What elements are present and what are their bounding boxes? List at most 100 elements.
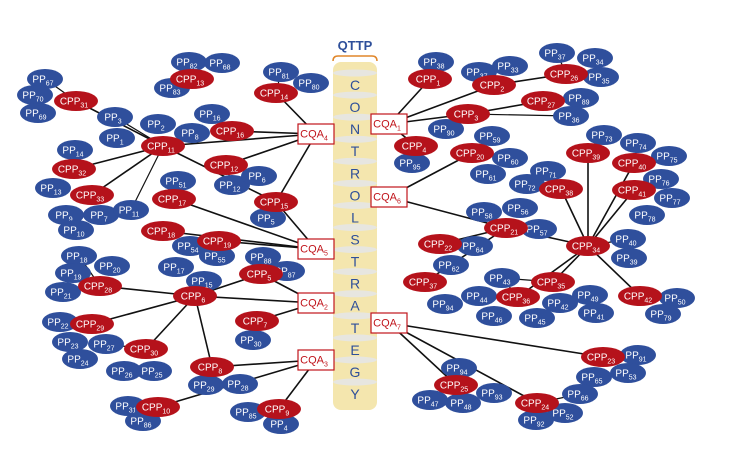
cpp-label: CPP11	[147, 142, 175, 155]
pp-ellipse	[643, 169, 679, 189]
pp-label: PP56	[507, 204, 528, 217]
pp-ellipse	[174, 123, 210, 143]
cpp-node-33: CPP33	[70, 185, 114, 205]
pp-node: PP89	[563, 88, 599, 108]
pp-ellipse	[539, 43, 575, 63]
pp-label: PP74	[625, 139, 646, 152]
pp-ellipse	[204, 53, 240, 73]
pp-ellipse	[412, 390, 448, 410]
pp-label: PP29	[193, 381, 214, 394]
cqa-box-3: CQA3	[297, 349, 335, 371]
pp-label: PP46	[481, 312, 502, 325]
cpp-ellipse	[544, 64, 588, 84]
pp-ellipse	[194, 104, 230, 124]
pp-node: PP74	[620, 133, 656, 153]
cpp-node-22: CPP22	[418, 234, 462, 254]
pp-ellipse	[502, 198, 538, 218]
cpp-ellipse	[136, 397, 180, 417]
cpp-label: CPP17	[158, 195, 186, 208]
cpp-label: CPP19	[203, 237, 231, 250]
pp-ellipse	[427, 294, 463, 314]
pp-node: PP40	[610, 229, 646, 249]
connector-line	[388, 322, 604, 358]
cpp-label: CPP40	[618, 159, 646, 172]
spine-body	[333, 62, 377, 410]
pp-node: PP3	[97, 107, 133, 127]
pp-label: PP18	[66, 252, 87, 265]
pp-node: PP2	[140, 114, 176, 134]
pp-ellipse	[99, 128, 135, 148]
pp-node: PP67	[27, 69, 63, 89]
pp-label: PP78	[634, 211, 655, 224]
cpp-node-39: CPP39	[566, 143, 610, 163]
cpp-label: CPP31	[60, 97, 88, 110]
cpp-node-23: CPP23	[581, 347, 625, 367]
pp-node: PP61	[470, 164, 506, 184]
pp-label: PP58	[471, 208, 492, 221]
pp-node: PP41	[578, 303, 614, 323]
pp-label: PP9	[55, 211, 72, 224]
pp-node: PP30	[235, 330, 271, 350]
spine-letter: E	[350, 342, 359, 358]
cpp-node-32: CPP32	[52, 159, 96, 179]
cpp-label: CPP16	[216, 127, 244, 140]
pp-label: PP62	[438, 261, 459, 274]
cpp-node-24: CPP24	[515, 393, 559, 413]
pp-node: PP58	[466, 202, 502, 222]
cqa-label: CQA1	[373, 119, 401, 133]
pp-label: PP23	[57, 338, 78, 351]
pp-ellipse	[58, 220, 94, 240]
pp-ellipse	[611, 248, 647, 268]
pp-ellipse	[394, 153, 430, 173]
pp-label: PP70	[22, 91, 43, 104]
pp-node: PP34	[577, 48, 613, 68]
pp-node: PP39	[611, 248, 647, 268]
cpp-ellipse	[612, 153, 656, 173]
pp-label: PP81	[268, 68, 289, 81]
pp-ellipse	[629, 205, 665, 225]
pp-ellipse	[572, 285, 608, 305]
pp-ellipse	[250, 208, 286, 228]
cpp-node-35: CPP35	[531, 272, 575, 292]
cpp-ellipse	[173, 286, 217, 306]
cpp-label: CPP1	[416, 75, 441, 88]
pp-ellipse	[542, 293, 578, 313]
cpp-label: CPP28	[84, 282, 112, 295]
pp-ellipse	[171, 52, 207, 72]
pp-ellipse	[562, 384, 598, 404]
spine-disc	[333, 378, 377, 386]
cpp-node-30: CPP30	[124, 339, 168, 359]
pp-label: PP82	[176, 58, 197, 71]
pp-ellipse	[466, 202, 502, 222]
cpp-label: CPP32	[58, 165, 86, 178]
spine-disc	[333, 135, 377, 143]
cpp-ellipse	[394, 136, 438, 156]
cpp-label: CPP14	[260, 89, 288, 102]
pp-node: PP26	[106, 361, 142, 381]
pp-label: PP69	[25, 109, 46, 122]
cpp-label: CPP3	[454, 110, 479, 123]
pp-ellipse	[553, 106, 589, 126]
cpp-label: CPP15	[260, 198, 288, 211]
pp-ellipse	[476, 383, 512, 403]
cpp-label: CPP24	[521, 399, 549, 412]
pp-ellipse	[492, 148, 528, 168]
cpp-label: CPP8	[198, 363, 223, 376]
cpp-node-8: CPP8	[190, 357, 234, 377]
cpp-node-12: CPP12	[204, 155, 248, 175]
cpp-ellipse	[124, 339, 168, 359]
cpp-ellipse	[170, 69, 214, 89]
cpp-node-20: CPP20	[450, 143, 494, 163]
cpp-ellipse	[612, 180, 656, 200]
pp-label: PP89	[568, 94, 589, 107]
cpp-ellipse	[70, 185, 114, 205]
pp-label: PP52	[552, 409, 573, 422]
pp-node: PP8	[174, 123, 210, 143]
pp-ellipse	[35, 178, 71, 198]
pp-ellipse	[263, 414, 299, 434]
spine-letter: A	[350, 298, 360, 314]
pp-node: PP21	[45, 282, 81, 302]
pp-label: PP94	[446, 364, 467, 377]
